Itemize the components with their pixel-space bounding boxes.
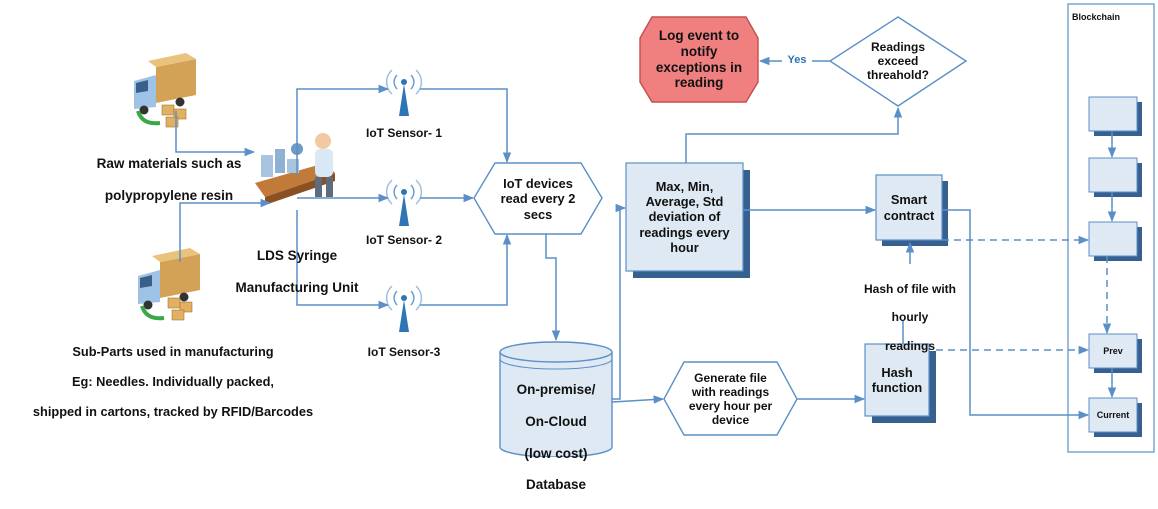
database-to-file-arrow	[611, 395, 665, 404]
smart-contract-line: Smart	[890, 192, 928, 208]
database-cylinder	[499, 341, 613, 457]
wireless-sensor-icon	[385, 69, 423, 116]
smart-contract-line: contract	[883, 207, 935, 223]
stats-box	[625, 162, 744, 272]
blockchain-block	[1088, 221, 1142, 261]
log-event-octagon	[639, 16, 759, 103]
hash-function-box	[864, 343, 930, 417]
sub-parts-line: shipped in cartons, tracked by RFID/Barc…	[32, 404, 314, 420]
blockchain-block	[1088, 157, 1142, 197]
stats-to-decision-arrow	[685, 106, 903, 163]
database-line: Database	[525, 477, 587, 493]
threshold-decision-label: Readings exceed threahold?	[846, 22, 950, 100]
delivery-truck-icon	[134, 53, 196, 128]
stats-label: Max, Min, Average, Std deviation of read…	[626, 163, 743, 271]
raw-materials-line: polypropylene resin	[104, 187, 234, 203]
factory-to-sensor1-arrow	[296, 84, 390, 175]
wireless-sensor-icon	[385, 179, 423, 226]
sub-parts-label: Sub-Parts used in manufacturing Eg: Need…	[8, 329, 338, 435]
sensor-3-label: IoT Sensor-3	[367, 345, 441, 359]
iot-to-database-arrow	[545, 234, 561, 342]
hash-function-label: Hash function	[865, 344, 929, 416]
database-label: On-premise/ On-Cloud (low cost) Database	[500, 366, 612, 509]
sensor-1-label: IoT Sensor- 1	[365, 126, 442, 140]
log-event-line: reading	[674, 75, 724, 91]
raw-materials-label: Raw materials such as polypropylene resi…	[60, 140, 278, 220]
contract-to-current-arrow	[942, 209, 1090, 420]
decision-line: Readings	[870, 39, 925, 54]
database-line: On-Cloud	[525, 413, 587, 429]
decision-line: threahold?	[867, 68, 929, 83]
factory-label-line: Manufacturing Unit	[235, 279, 359, 295]
stats-line: readings every	[639, 224, 730, 240]
iot-read-label: IoT devices read every 2 secs	[480, 165, 596, 233]
hash-function-line: function	[871, 380, 923, 395]
sub-parts-line: Sub-Parts used in manufacturing	[72, 344, 274, 360]
factory-to-sensor3-arrow	[296, 210, 390, 310]
hash-of-file-line: readings	[884, 338, 935, 353]
block-current-label: Current	[1096, 409, 1130, 420]
iot-read-line: read every 2	[500, 191, 576, 207]
generate-file-line: Generate file	[694, 370, 767, 385]
hash-of-file-line: Hash of file with	[863, 282, 956, 297]
sensor3-to-iot-arrow	[420, 233, 512, 306]
blockchain-block-current	[1088, 397, 1142, 437]
sensor-2-label: IoT Sensor- 2	[365, 233, 442, 247]
blockchain-block	[1088, 96, 1142, 136]
generate-file-line: with readings	[691, 384, 770, 399]
sub-parts-line: Eg: Needles. Individually packed,	[72, 374, 274, 390]
iot-read-line: IoT devices	[503, 176, 573, 192]
stats-line: Max, Min,	[655, 179, 714, 195]
log-event-line: notify	[680, 43, 718, 59]
stats-line: deviation of	[648, 209, 721, 225]
block-prev-label: Prev	[1103, 345, 1123, 356]
stats-line: Average, Std	[645, 194, 724, 210]
smart-contract-box	[875, 174, 943, 241]
factory-label-line: LDS Syringe	[256, 247, 338, 263]
parts-to-factory-arrow	[179, 198, 272, 262]
stats-line: hour	[670, 239, 699, 255]
factory-label: LDS Syringe Manufacturing Unit	[222, 232, 372, 312]
log-event-label: Log event to notify exceptions in readin…	[640, 17, 758, 102]
sensor1-to-iot-arrow	[420, 88, 512, 164]
blockchain-block-prev	[1088, 333, 1142, 373]
decision-line: exceed	[877, 53, 919, 68]
generate-file-label: Generate file with readings every hour p…	[670, 363, 791, 435]
wireless-sensor-icon	[385, 285, 423, 332]
hash-of-file-line: hourly	[891, 310, 929, 325]
database-line: (low cost)	[524, 445, 588, 461]
raw-to-factory-arrow	[175, 111, 256, 157]
smart-contract-label: Smart contract	[876, 175, 942, 240]
log-event-line: exceptions in	[655, 59, 743, 75]
raw-materials-line: Raw materials such as	[96, 155, 242, 171]
database-to-stats-arrow	[612, 203, 627, 400]
hash-function-line: Hash	[881, 364, 913, 380]
threshold-decision-diamond	[828, 16, 968, 107]
log-event-line: Log event to	[658, 27, 740, 43]
iot-read-line: secs	[523, 206, 553, 222]
flow-diagram	[134, 3, 1155, 457]
delivery-truck-icon	[138, 248, 200, 321]
yes-label: Yes	[787, 54, 807, 66]
generate-file-line: device	[711, 413, 750, 428]
hash-of-file-label: Hash of file with hourly readings	[848, 268, 972, 367]
database-line: On-premise/	[516, 381, 596, 397]
generate-file-line: every hour per	[688, 399, 773, 413]
blockchain-title: Blockchain	[1072, 12, 1121, 22]
